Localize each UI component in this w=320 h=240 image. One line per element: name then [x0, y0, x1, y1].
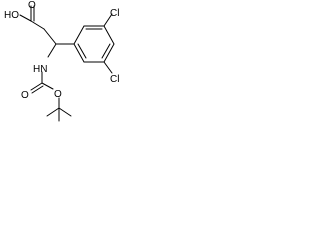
ring-double-bond-2 [101, 43, 111, 59]
bond-acid-ch2 [30, 20, 45, 30]
chemical-structure: HO O HN O O Cl Cl [4, 0, 119, 122]
atom-label-carbonyl-oxygen-boc: O [21, 90, 29, 101]
benzene-ring [73, 25, 115, 63]
bond-carbonyl-ester-o [41, 82, 54, 90]
bond-ch2-ch [43, 28, 57, 45]
bond-ch-nh [47, 43, 57, 58]
atom-labels: HO O HN O O Cl Cl [4, 0, 119, 101]
atom-label-chlorine-bottom: Cl [110, 74, 119, 85]
bond-ring-cl-top [103, 13, 113, 27]
bond-carbonyl-o-double-1 [30, 82, 43, 91]
bond-tbu-methyl-1 [46, 107, 60, 117]
atom-label-hydroxyl: HO [4, 10, 19, 21]
carboxylic-acid-group [19, 5, 45, 30]
backbone [43, 28, 75, 58]
boc-group [30, 71, 72, 122]
bond-carbonyl-o-double-2 [31, 85, 44, 94]
ring-double-bond-3 [77, 43, 87, 59]
atom-label-carbonyl-oxygen-top: O [28, 0, 36, 11]
atom-label-ester-oxygen: O [54, 89, 62, 100]
dichlorophenyl-ring [73, 13, 115, 74]
atom-label-amine: HN [33, 64, 47, 75]
bond-acid-oh [19, 14, 32, 22]
bond-tbu-methyl-2 [58, 107, 72, 117]
bond-ring-cl-bottom [103, 61, 113, 74]
atom-label-chlorine-top: Cl [110, 8, 119, 19]
